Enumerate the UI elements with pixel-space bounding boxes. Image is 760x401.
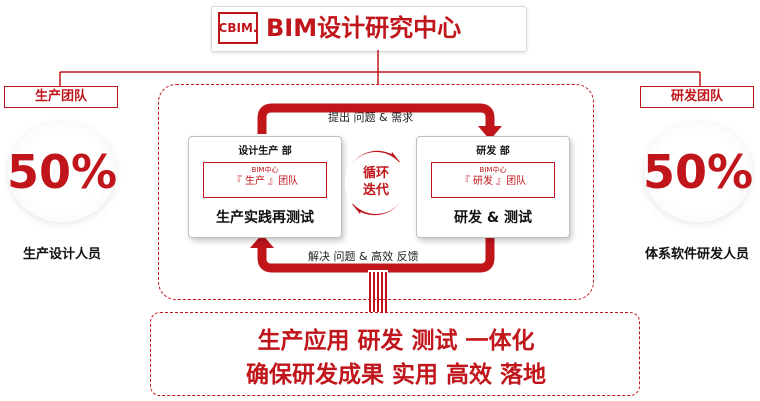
rd-caption: 体系软件研发人员 bbox=[644, 247, 749, 262]
production-badge-small: BIM中心 bbox=[251, 166, 279, 174]
rd-team-label: 研发团队 bbox=[640, 86, 754, 108]
center-frame bbox=[158, 84, 594, 300]
production-percent-circle bbox=[8, 122, 116, 222]
top-loop-arrow bbox=[257, 103, 495, 134]
design-production-main: 生产实践再测试 bbox=[216, 210, 314, 226]
rd-percent-circle bbox=[644, 122, 752, 222]
conclusion-box: 生产应用 研发 测试 一体化 确保研发成果 实用 高效 落地 bbox=[150, 312, 640, 396]
top-flow-text: 提出 问题 & 需求 bbox=[328, 111, 414, 124]
conclusion-line-2: 确保研发成果 实用 高效 落地 bbox=[245, 362, 547, 388]
rd-department-main: 研发 & 测试 bbox=[454, 210, 532, 226]
design-production-box: 设计生产 部 BIM中心 『 生产 』团队 生产实践再测试 bbox=[188, 136, 342, 238]
rd-badge-small: BIM中心 bbox=[479, 166, 507, 174]
production-caption: 生产设计人员 bbox=[22, 247, 101, 262]
logo-text: CBIM. bbox=[218, 21, 258, 35]
production-badge-label: 『 生产 』团队 bbox=[231, 176, 299, 187]
cycle-line-2: 迭代 bbox=[362, 183, 389, 198]
cbim-logo: CBIM. bbox=[218, 12, 258, 44]
production-team-label: 生产团队 bbox=[4, 86, 118, 108]
bottom-loop-arrow bbox=[257, 232, 495, 273]
cycle-circle bbox=[345, 152, 407, 214]
rd-badge-label: 『 研发 』团队 bbox=[459, 176, 527, 187]
rd-department-title: 研发 部 bbox=[476, 146, 510, 157]
bottom-flow-text: 解决 问题 & 高效 反馈 bbox=[308, 250, 419, 263]
design-production-title: 设计生产 部 bbox=[238, 146, 292, 157]
production-team-badge: BIM中心 『 生产 』团队 bbox=[203, 162, 327, 198]
rd-department-box: 研发 部 BIM中心 『 研发 』团队 研发 & 测试 bbox=[416, 136, 570, 238]
production-percent: 50% bbox=[6, 145, 118, 199]
rd-percent: 50% bbox=[642, 145, 754, 199]
cycle-label: 循环 迭代 bbox=[345, 165, 407, 199]
conclusion-line-1: 生产应用 研发 测试 一体化 bbox=[257, 328, 535, 354]
header-banner bbox=[211, 6, 527, 52]
page-title: BIM设计研究中心 bbox=[266, 14, 462, 42]
cycle-line-1: 循环 bbox=[362, 166, 389, 181]
rd-team-badge: BIM中心 『 研发 』团队 bbox=[431, 162, 555, 198]
